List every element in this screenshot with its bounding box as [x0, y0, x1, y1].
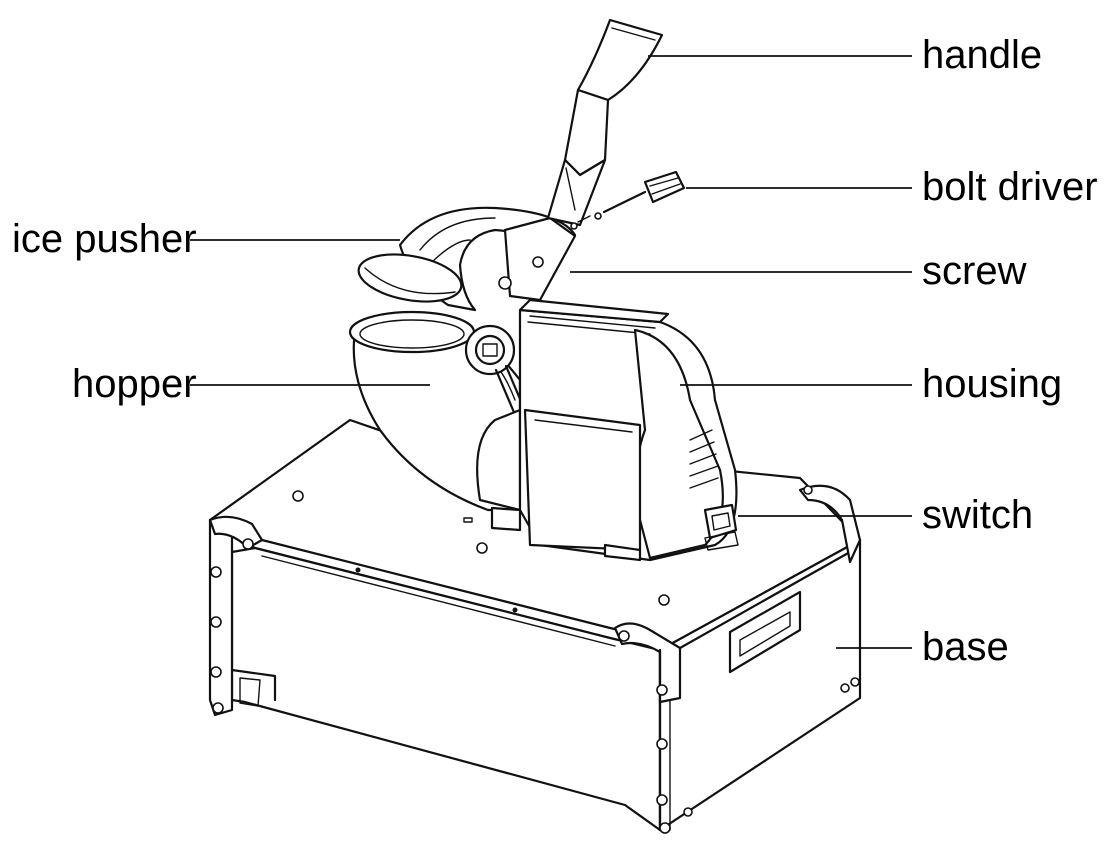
label-hopper: hopper [72, 362, 197, 406]
housing-part [476, 298, 738, 562]
handle-part [546, 18, 664, 227]
label-switch: switch [922, 493, 1033, 537]
label-ice-pusher: ice pusher [12, 217, 197, 261]
switch-part [703, 503, 739, 551]
ice-pusher-part [357, 206, 577, 312]
label-screw: screw [922, 249, 1027, 293]
label-base: base [922, 625, 1009, 669]
label-handle: handle [922, 33, 1042, 77]
label-bolt-driver: bolt driver [922, 165, 1098, 209]
bolt-driver-part [570, 170, 686, 230]
label-housing: housing [922, 362, 1062, 406]
